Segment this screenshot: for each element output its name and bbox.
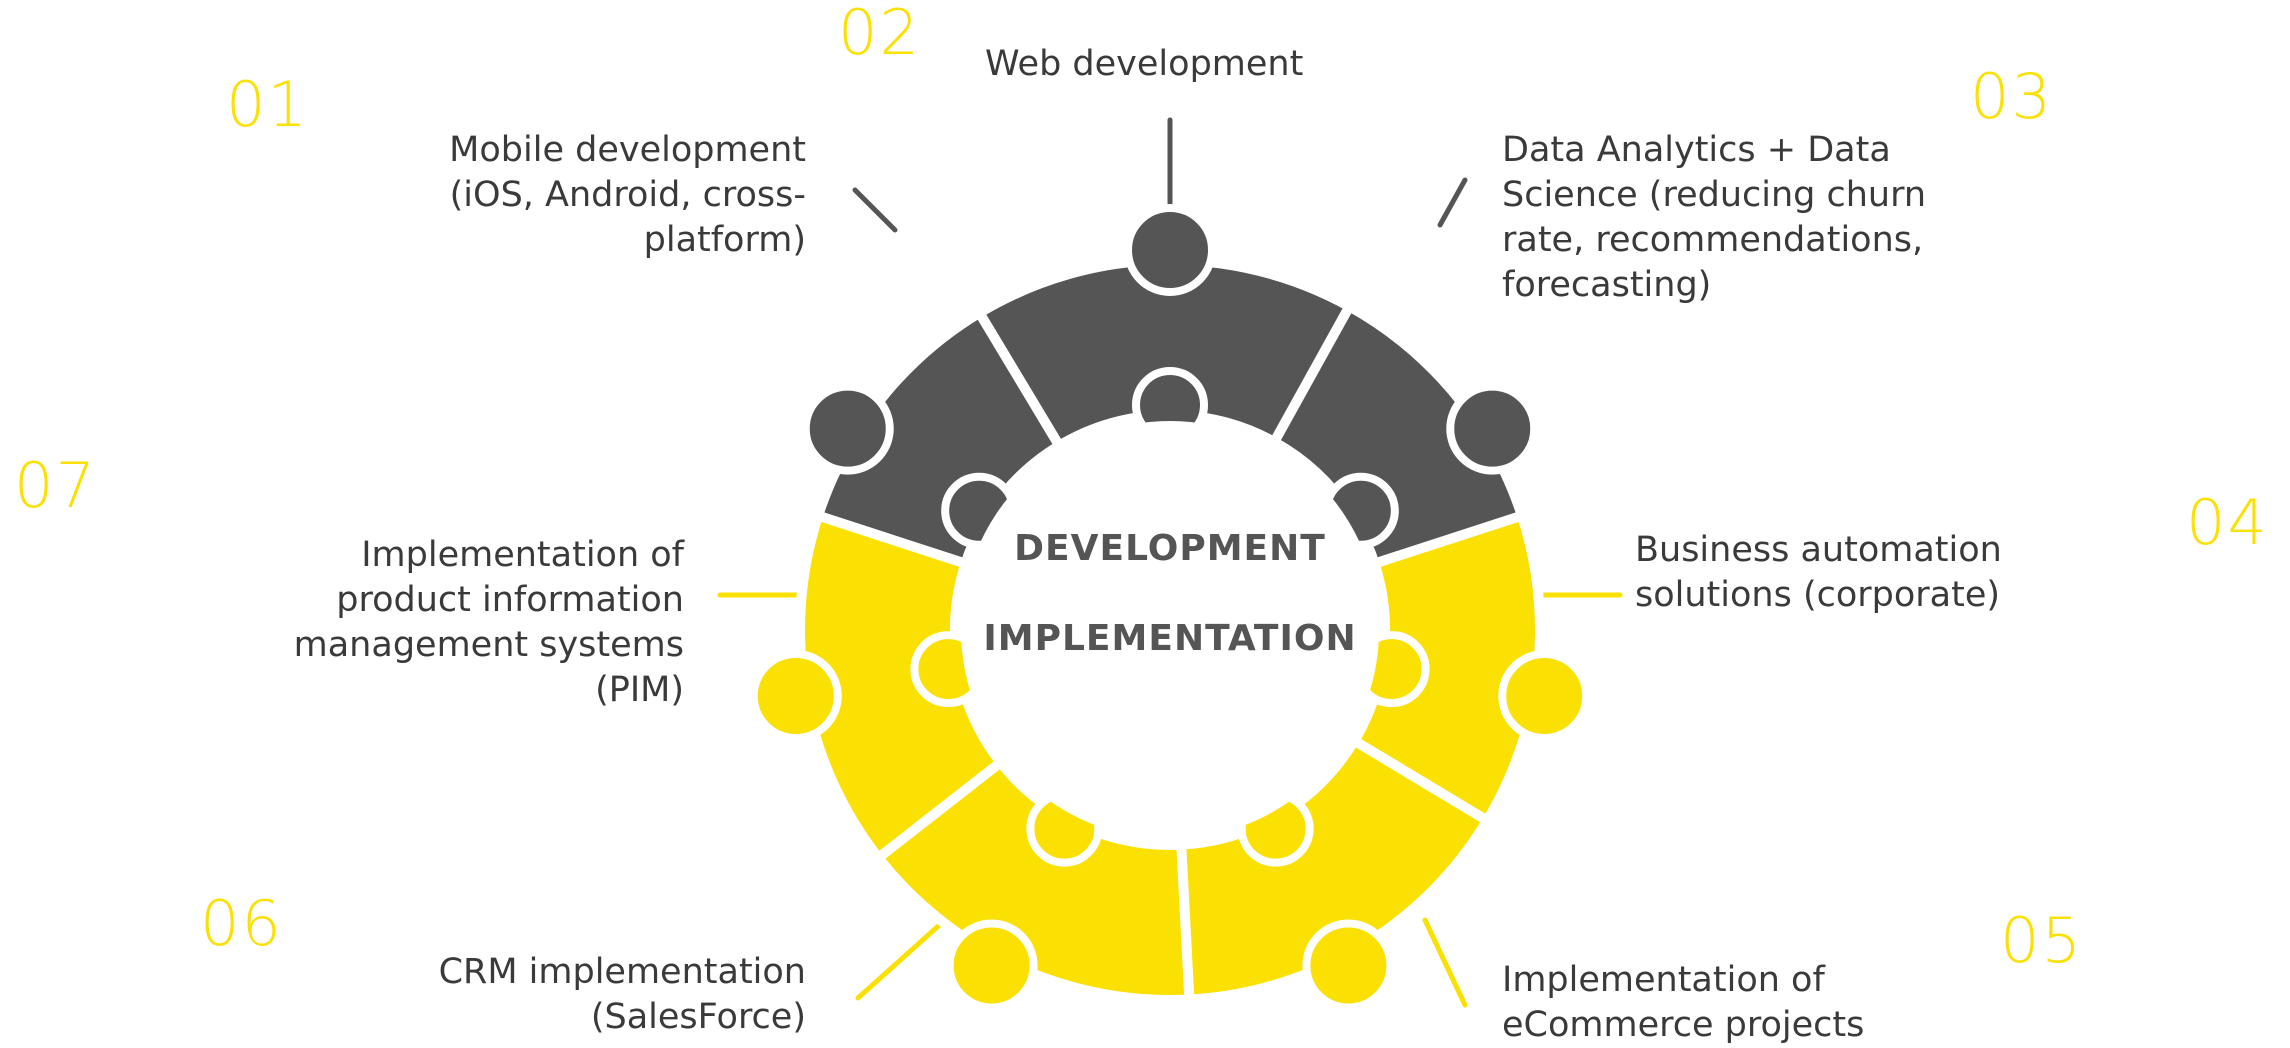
item-number-03: 03 — [1970, 60, 2053, 133]
item-label-05: Implementation of eCommerce projects — [1502, 960, 1865, 1045]
puzzle-knobs — [749, 204, 1591, 1012]
item-label-07: Implementation of product information ma… — [293, 535, 684, 710]
item-number-06: 06 — [200, 887, 283, 960]
puzzle-knob-outer-05 — [1302, 919, 1395, 1012]
center-disc — [961, 421, 1379, 839]
item-label-02: Web development — [985, 44, 1304, 84]
connector-01 — [852, 187, 898, 233]
connector-05 — [1422, 917, 1468, 1008]
item-label-01: Mobile development (iOS, Android, cross-… — [449, 130, 806, 260]
item-label-06: CRM implementation (SalesForce) — [438, 952, 806, 1037]
puzzle-knob-outer-01 — [801, 382, 894, 475]
center-title-development: DEVELOPMENT — [1014, 528, 1326, 569]
puzzle-knob-outer-03 — [1446, 382, 1539, 475]
item-label-04: Business automation solutions (corporate… — [1635, 530, 2002, 615]
puzzle-ring — [795, 255, 1545, 1005]
item-number-05: 05 — [2000, 904, 2083, 977]
item-number-02: 02 — [838, 0, 921, 69]
puzzle-knob-outer-07 — [749, 649, 842, 742]
puzzle-piece-07 — [795, 509, 1008, 865]
center-title-implementation: IMPLEMENTATION — [983, 618, 1357, 659]
item-number-01: 01 — [226, 68, 309, 141]
puzzle-knob-outer-06 — [945, 919, 1038, 1012]
item-number-07: 07 — [14, 449, 97, 522]
puzzle-knob-outer-02 — [1124, 204, 1216, 296]
connector-06 — [855, 917, 948, 1001]
item-number-04: 04 — [2186, 486, 2269, 559]
puzzle-knob-outer-04 — [1498, 649, 1591, 742]
connector-03 — [1437, 177, 1468, 228]
item-label-03: Data Analytics + Data Science (reducing … — [1502, 130, 1927, 305]
